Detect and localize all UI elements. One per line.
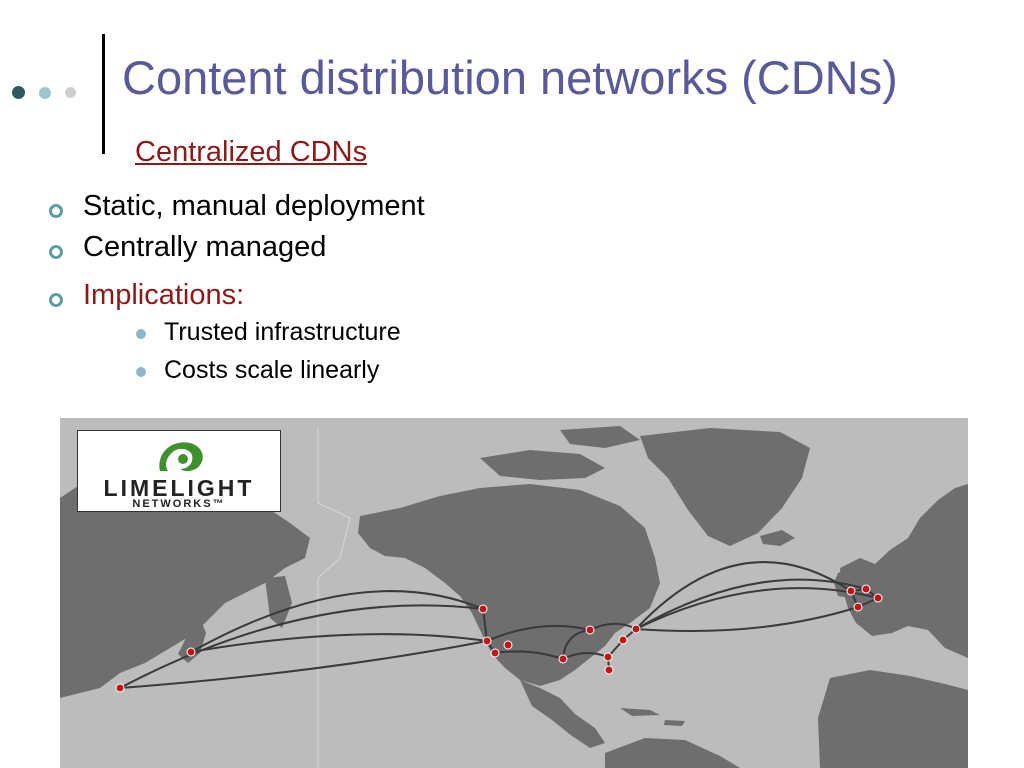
network-node <box>478 604 488 614</box>
ring-bullet-icon <box>49 204 63 218</box>
network-node <box>853 602 863 612</box>
implications-text: Implications: <box>83 279 245 311</box>
limelight-logo: LIMELIGHT NETWORKS™ <box>77 430 281 512</box>
slide-subtitle: Centralized CDNs <box>135 136 368 168</box>
bullet-item: Static, manual deployment <box>46 190 425 223</box>
caribbean-islands <box>620 708 685 726</box>
network-node <box>503 640 513 650</box>
network-node <box>861 584 871 594</box>
title-divider <box>102 34 105 154</box>
limelight-swirl-icon <box>159 442 203 472</box>
decorative-dots <box>12 86 76 99</box>
route-sanjose-chicago <box>486 624 591 642</box>
route-newyork-amsterdam <box>635 578 867 630</box>
route-la-dallas <box>494 650 564 660</box>
logo-subwordmark: NETWORKS™ <box>132 498 226 510</box>
route-tokyo-seattle <box>190 590 484 653</box>
dot-bullet-icon <box>136 329 146 339</box>
network-node <box>186 647 196 657</box>
route-tokyo-sanjose <box>190 633 488 653</box>
route-newyork-paris <box>635 606 859 632</box>
sub-bullet-text: Trusted infrastructure <box>164 318 401 346</box>
sub-bullet-text: Costs scale linearly <box>164 356 380 384</box>
network-node <box>631 624 641 634</box>
dateline <box>317 428 351 768</box>
route-seattle-sanjose <box>482 608 488 642</box>
route-newyork-london-upper <box>635 561 852 630</box>
network-node <box>115 683 125 693</box>
pop-nodes <box>115 584 883 693</box>
north-america-landmass <box>358 484 660 686</box>
network-node <box>873 593 883 603</box>
sub-bullet-item: Trusted infrastructure <box>127 318 425 347</box>
route-hongkong-seattle <box>119 604 484 689</box>
ring-bullet-icon <box>49 245 63 259</box>
iceland <box>760 530 795 546</box>
route-hongkong-sanjose <box>119 640 488 689</box>
network-node <box>482 636 492 646</box>
africa-landmass <box>818 670 968 768</box>
greenland <box>640 428 810 546</box>
dot-bullet-icon <box>136 367 146 377</box>
slide-title: Content distribution networks (CDNs) <box>122 51 898 104</box>
network-node <box>846 586 856 596</box>
sub-bullet-item: Costs scale linearly <box>127 356 425 385</box>
south-america <box>605 738 740 768</box>
arctic-islands <box>480 426 640 480</box>
dot-light <box>65 87 76 98</box>
network-node <box>604 665 614 675</box>
central-america <box>520 680 605 748</box>
bullet-list: Static, manual deployment Centrally mana… <box>46 190 425 394</box>
network-node <box>490 648 500 658</box>
logo-wordmark: LIMELIGHT <box>103 475 255 501</box>
network-node <box>585 625 595 635</box>
europe-landmass <box>840 484 968 658</box>
sub-bullet-list: Trusted infrastructure Costs scale linea… <box>83 318 425 385</box>
dot-mid <box>39 86 51 99</box>
bullet-text: Static, manual deployment <box>83 190 425 222</box>
ring-bullet-icon <box>49 293 63 307</box>
network-node <box>558 654 568 664</box>
bullet-text: Centrally managed <box>83 231 327 263</box>
cdn-network-map: LIMELIGHT NETWORKS™ <box>60 418 968 768</box>
bullet-item: Implications: Trusted infrastructure Cos… <box>46 279 425 385</box>
dot-dark <box>12 86 25 99</box>
network-node <box>618 635 628 645</box>
routes <box>119 561 880 689</box>
bullet-item: Centrally managed <box>46 231 425 264</box>
world-map <box>60 418 968 768</box>
network-node <box>603 652 613 662</box>
asia-landmass <box>60 473 310 698</box>
